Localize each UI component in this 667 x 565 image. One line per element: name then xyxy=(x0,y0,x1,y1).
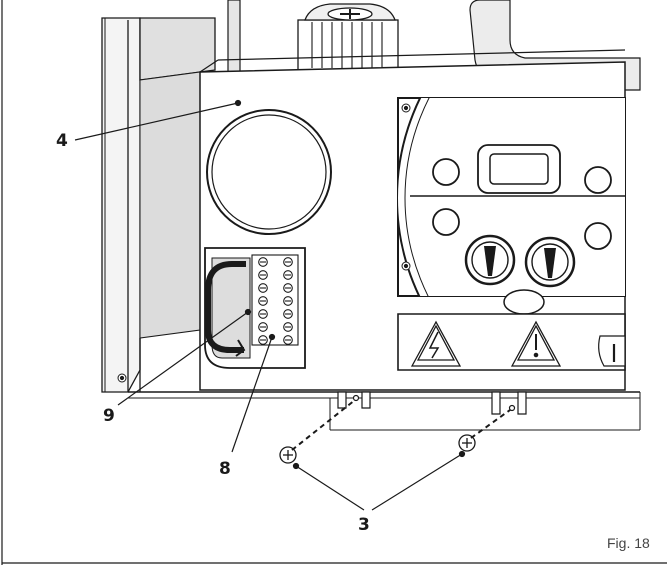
callout-4: 4 xyxy=(56,131,68,151)
screw-path-dashed xyxy=(291,399,511,451)
control-button-icon xyxy=(432,158,612,250)
figure-caption: Fig. 18 xyxy=(607,535,650,551)
callout-3: 3 xyxy=(358,515,370,535)
top-cap xyxy=(297,3,399,71)
warning-plate xyxy=(397,313,626,371)
screw-icon xyxy=(279,434,476,464)
indicator-lens xyxy=(503,289,545,315)
boiler-casing xyxy=(101,17,641,431)
inspection-window xyxy=(206,109,332,235)
mounting-tabs xyxy=(337,391,527,415)
callout-8: 8 xyxy=(219,459,231,479)
casing-screw-icon xyxy=(117,373,127,383)
control-knob-icon xyxy=(464,234,576,288)
display-screen xyxy=(477,144,561,194)
module-screw-icon xyxy=(401,103,411,271)
cable-clamp xyxy=(205,261,246,357)
leader-lines xyxy=(74,99,466,511)
terminal-block xyxy=(251,254,299,346)
callout-9: 9 xyxy=(103,406,115,426)
